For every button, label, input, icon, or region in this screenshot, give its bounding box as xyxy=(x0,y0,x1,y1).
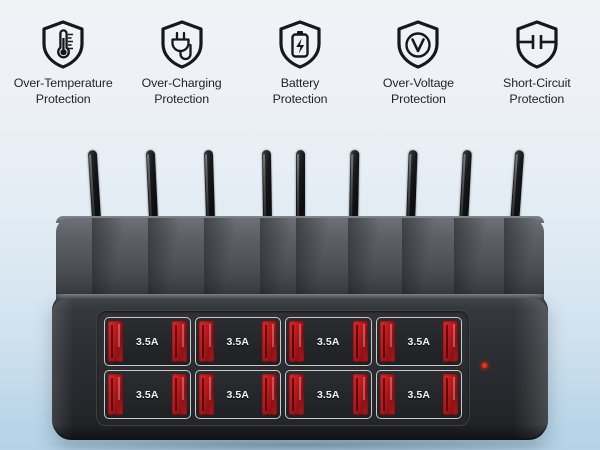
usb-port-module[interactable]: 3.5A xyxy=(375,370,462,419)
usb-connector-icon xyxy=(352,321,368,362)
protection-features-list: Over-Temperature Protection Over-Chargin… xyxy=(0,18,600,126)
device-deck xyxy=(56,218,544,304)
port-amp-label: 3.5A xyxy=(135,388,159,401)
port-amp-label: 3.5A xyxy=(226,335,250,348)
deck-slot-shade xyxy=(402,218,442,304)
usb-connector-icon xyxy=(379,374,395,415)
feature-label: Over-Voltage Protection xyxy=(382,76,454,107)
deck-slot-shade xyxy=(92,218,132,304)
usb-connector-icon xyxy=(289,321,304,362)
shield-voltage-icon xyxy=(392,18,444,70)
usb-connector-icon xyxy=(108,321,123,362)
body-right-highlight xyxy=(514,298,548,438)
body-left-highlight xyxy=(52,298,74,438)
deck-slot-shade xyxy=(148,218,188,304)
deck-slot-shade xyxy=(454,218,494,304)
usb-charging-station: 3.5A 3.5A 3.5A 3. xyxy=(52,132,548,444)
feature-over-charging-protection: Over-Charging Protection xyxy=(122,18,240,108)
port-amp-label: 3.5A xyxy=(316,335,340,348)
usb-port-module[interactable]: 3.5A xyxy=(194,317,281,366)
usb-port-module[interactable]: 3.5A xyxy=(104,317,191,366)
usb-port-panel: 3.5A 3.5A 3.5A 3. xyxy=(96,310,470,426)
usb-connector-icon xyxy=(198,321,214,362)
usb-connector-icon xyxy=(443,374,458,415)
device-body: 3.5A 3.5A 3.5A 3. xyxy=(52,294,548,440)
device-contact-shadow xyxy=(40,438,560,450)
usb-port-module[interactable]: 3.5A xyxy=(285,370,372,419)
feature-label: Battery Protection xyxy=(272,76,328,107)
body-top-highlight xyxy=(54,294,546,299)
feature-label: Over-Temperature Protection xyxy=(13,76,113,107)
shield-thermometer-icon xyxy=(37,18,89,70)
feature-label: Short-Circuit Protection xyxy=(503,76,571,107)
deck-slot-shade xyxy=(504,218,544,304)
shield-circuit-icon xyxy=(511,18,563,70)
usb-connector-icon xyxy=(171,321,187,362)
deck-slot-shade xyxy=(260,218,300,304)
port-amp-label: 3.5A xyxy=(316,388,340,401)
feature-over-voltage-protection: Over-Voltage Protection xyxy=(359,18,477,108)
usb-port-module[interactable]: 3.5A xyxy=(375,317,462,366)
usb-connector-icon xyxy=(262,374,277,415)
usb-connector-icon xyxy=(443,321,458,362)
usb-port-module[interactable]: 3.5A xyxy=(104,370,191,419)
usb-connector-icon xyxy=(198,374,214,415)
usb-port-grid: 3.5A 3.5A 3.5A 3. xyxy=(104,317,462,419)
feature-battery-protection: Battery Protection xyxy=(241,18,359,108)
feature-short-circuit-protection: Short-Circuit Protection xyxy=(478,18,596,108)
feature-label: Over-Charging Protection xyxy=(141,76,222,107)
usb-connector-icon xyxy=(262,321,277,362)
deck-slot-shade xyxy=(348,218,388,304)
port-amp-label: 3.5A xyxy=(407,388,431,401)
deck-slot-shade xyxy=(204,218,244,304)
usb-connector-icon xyxy=(352,374,368,415)
port-amp-label: 3.5A xyxy=(135,335,159,348)
usb-port-module[interactable]: 3.5A xyxy=(285,317,372,366)
body-bottom-shadow xyxy=(54,424,546,440)
usb-connector-icon xyxy=(289,374,304,415)
port-amp-label: 3.5A xyxy=(407,335,431,348)
usb-connector-icon xyxy=(171,374,187,415)
usb-port-module[interactable]: 3.5A xyxy=(194,370,281,419)
deck-slot-shade xyxy=(296,218,336,304)
shield-plug-icon xyxy=(156,18,208,70)
feature-over-temperature-protection: Over-Temperature Protection xyxy=(4,18,122,108)
power-led-indicator-icon xyxy=(482,363,487,368)
usb-connector-icon xyxy=(379,321,395,362)
port-amp-label: 3.5A xyxy=(226,388,250,401)
shield-battery-icon xyxy=(274,18,326,70)
usb-connector-icon xyxy=(108,374,123,415)
